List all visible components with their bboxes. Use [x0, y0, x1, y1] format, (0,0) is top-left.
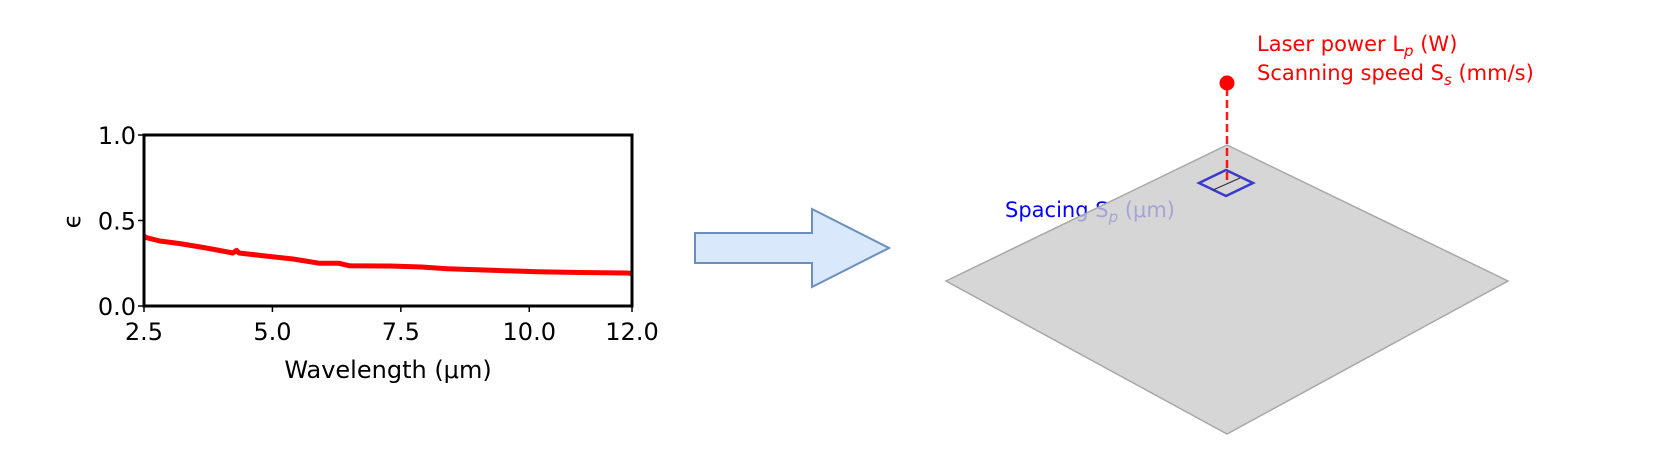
emissivity-curve: [142, 233, 633, 276]
y-axis-ticks: 0.0 0.5 1.0: [98, 122, 144, 321]
x-tick-label: 2.5: [125, 318, 163, 346]
laser-diagram: Spacing Sp (μm) Laser power Lp (W) Scann…: [944, 32, 1534, 435]
laser-source-dot: [1219, 75, 1235, 91]
x-axis-label: Wavelength (μm): [284, 356, 491, 384]
x-tick-label: 10.0: [503, 318, 556, 346]
x-tick-label: 12.0: [605, 318, 658, 346]
scan-cell-rhombus: [1196, 168, 1256, 198]
emissivity-chart: 2.5 5.0 7.5 10.0 12.0 0.0 0.5 1.0 Wavelength (…: [58, 122, 659, 384]
x-tick-label: 7.5: [382, 318, 420, 346]
laser-power-label: Laser power Lp (W): [1257, 32, 1457, 60]
sample-plane: [944, 144, 1510, 435]
x-axis-ticks: 2.5 5.0 7.5 10.0 12.0: [125, 306, 659, 346]
y-axis-label: ϵ: [58, 214, 86, 229]
plot-frame: [142, 133, 634, 308]
y-tick-label: 0.5: [98, 208, 136, 236]
x-tick-label: 5.0: [253, 318, 291, 346]
scan-path-line: [1212, 177, 1241, 191]
y-tick-label: 0.0: [98, 293, 136, 321]
scanning-speed-label: Scanning speed Ss (mm/s): [1257, 61, 1534, 89]
y-tick-label: 1.0: [98, 122, 136, 150]
series-line: [142, 233, 633, 276]
right-arrow-icon: [694, 207, 892, 289]
